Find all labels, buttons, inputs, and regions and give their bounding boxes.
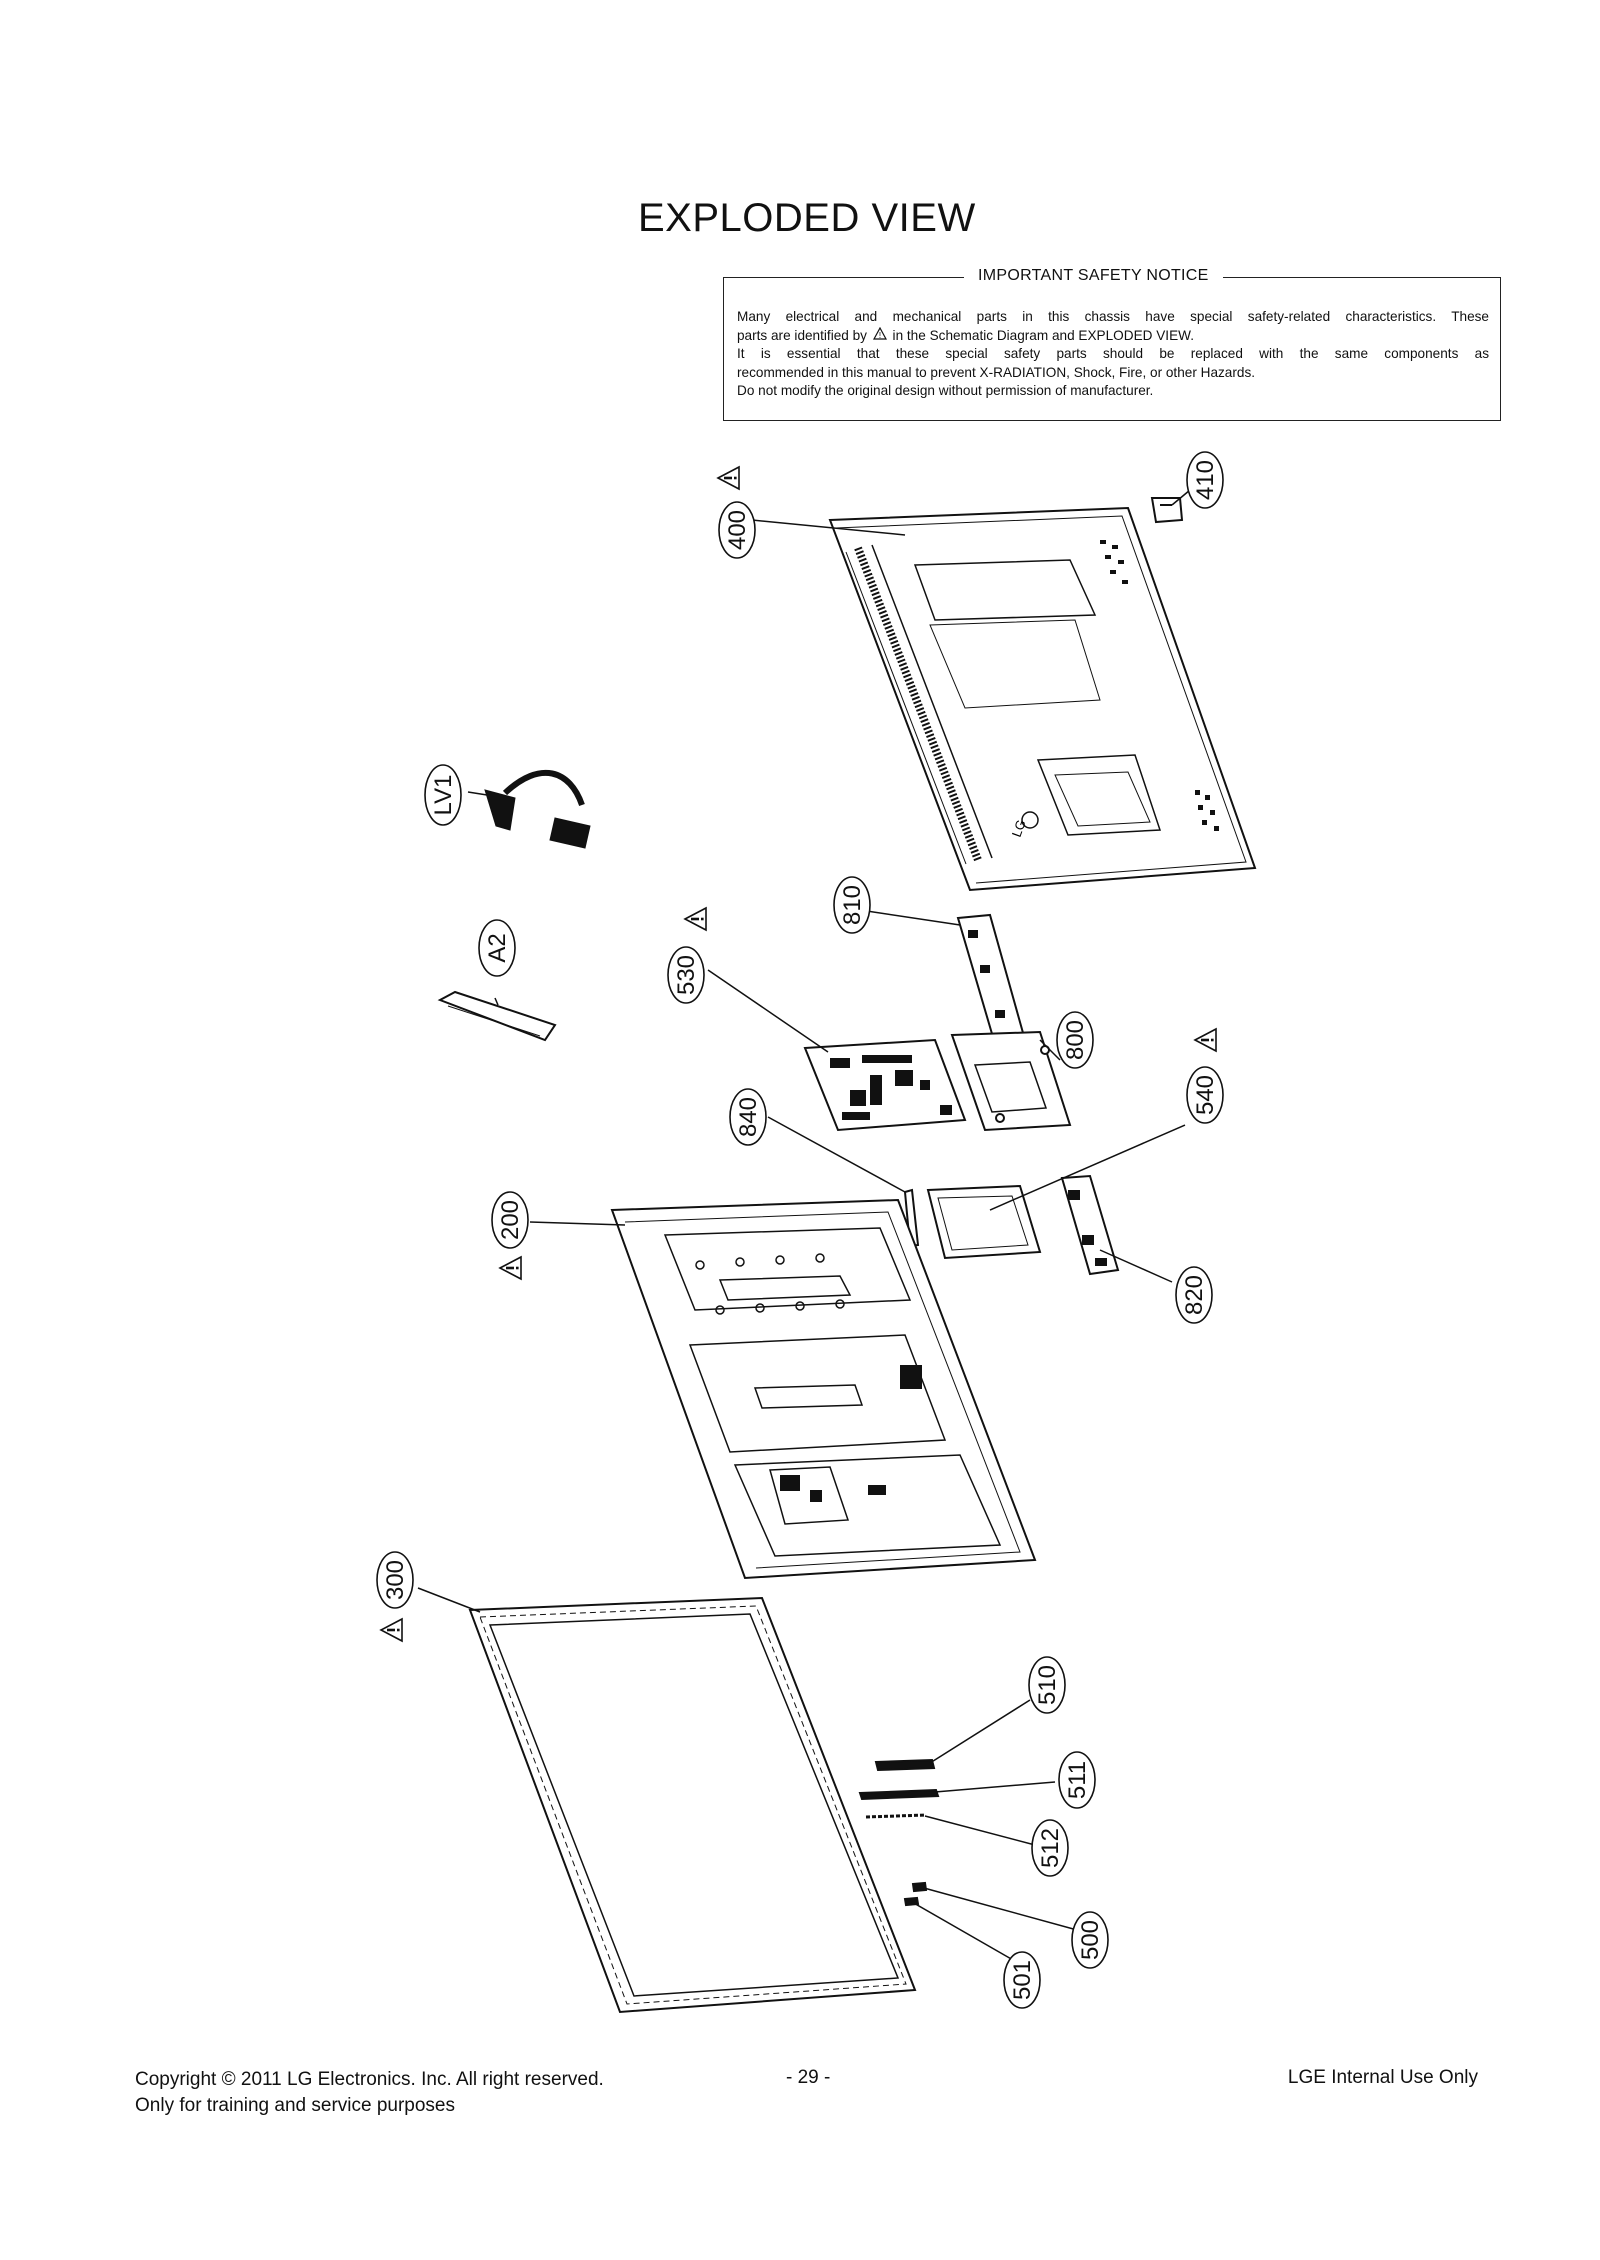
callout-200: 200 (491, 1191, 529, 1249)
safety-notice-box: IMPORTANT SAFETY NOTICE Many electrical … (723, 267, 1501, 421)
board-820 (1060, 1174, 1120, 1276)
notice-line-4: recommended in this manual to prevent X-… (737, 364, 1256, 380)
footer-copyright-line-2: Only for training and service purposes (135, 2095, 455, 2116)
remote-a2 (437, 990, 557, 1042)
notice-line-5: Do not modify the original design withou… (737, 383, 1154, 398)
callout-840-label: 840 (735, 1097, 762, 1137)
board-810 (956, 913, 1027, 1046)
middle-chassis-200 (610, 1198, 1037, 1580)
footer-copyright-line-1: Copyright © 2011 LG Electronics. Inc. Al… (135, 2069, 604, 2090)
callout-530: 530 (667, 946, 705, 1004)
part-500 (911, 1881, 928, 1893)
callout-530-label: 530 (673, 955, 700, 995)
callout-512-label: 512 (1037, 1828, 1064, 1868)
shield-800 (950, 1030, 1072, 1132)
notice-line-2: parts are identified by ! in the Schemat… (737, 326, 1489, 346)
back-cover-400 (828, 506, 1257, 892)
callout-lv1: LV1 (424, 764, 462, 826)
callout-540-label: 540 (1192, 1075, 1219, 1115)
svg-text:!: ! (879, 331, 881, 340)
notice-line-1: Many electrical and mechanical parts in … (737, 309, 1489, 324)
callout-500: 500 (1071, 1911, 1109, 1969)
cable-lv1 (484, 769, 591, 849)
callout-800-label: 800 (1062, 1020, 1089, 1060)
footer-page-number: - 29 - (786, 2067, 831, 2088)
callout-820: 820 (1175, 1266, 1213, 1324)
warning-icon-200 (499, 1256, 522, 1280)
callout-810-label: 810 (839, 885, 866, 925)
callout-200-label: 200 (497, 1200, 524, 1240)
safety-notice-heading: IMPORTANT SAFETY NOTICE (964, 267, 1223, 285)
leader-lines (417, 489, 1191, 1961)
callout-a2: A2 (478, 919, 516, 977)
warning-icon-300 (380, 1618, 403, 1642)
warning-icon-540 (1194, 1028, 1217, 1052)
front-bezel-300 (468, 1596, 917, 2014)
warning-icon-400 (717, 466, 740, 490)
safety-notice-body: Many electrical and mechanical parts in … (737, 308, 1489, 401)
warning-icon-530 (684, 907, 707, 931)
page-title: EXPLODED VIEW (638, 196, 976, 240)
callout-800: 800 (1056, 1011, 1094, 1069)
strip-511 (858, 1788, 940, 1801)
notice-line-3: It is essential that these special safet… (737, 346, 1489, 361)
callout-300: 300 (376, 1551, 414, 1609)
callout-510: 510 (1028, 1656, 1066, 1714)
callout-500-label: 500 (1077, 1920, 1104, 1960)
callout-501-label: 501 (1009, 1960, 1036, 2000)
notice-line-2a: parts are identified by (737, 327, 867, 343)
warning-triangle-icon: ! (872, 326, 887, 346)
callout-840: 840 (729, 1088, 767, 1146)
callout-410-label: 410 (1192, 460, 1219, 500)
notice-line-2b: in the Schematic Diagram and EXPLODED VI… (892, 327, 1194, 343)
callout-lv1-label: LV1 (430, 775, 457, 816)
callout-810: 810 (833, 876, 871, 934)
callout-540: 540 (1186, 1066, 1224, 1124)
callout-820-label: 820 (1181, 1275, 1208, 1315)
callout-a2-label: A2 (484, 933, 511, 962)
callout-501: 501 (1003, 1951, 1041, 2009)
callout-410: 410 (1186, 451, 1224, 509)
strip-510 (874, 1758, 936, 1772)
callout-511-label: 511 (1064, 1761, 1091, 1799)
callout-511: 511 (1058, 1751, 1096, 1809)
footer-copyright: Copyright © 2011 LG Electronics. Inc. Al… (135, 2067, 604, 2119)
strip-512 (865, 1813, 927, 1819)
main-board-530 (803, 1038, 967, 1132)
callout-510-label: 510 (1034, 1665, 1061, 1705)
callout-400-label: 400 (724, 510, 751, 550)
callout-512: 512 (1031, 1819, 1069, 1877)
board-540 (926, 1184, 1042, 1260)
bracket-410 (1150, 497, 1184, 524)
callout-400: 400 (718, 501, 756, 559)
lg-logo: LG (1009, 818, 1029, 839)
footer-internal-use: LGE Internal Use Only (1287, 2067, 1478, 2088)
callout-300-label: 300 (382, 1560, 409, 1600)
